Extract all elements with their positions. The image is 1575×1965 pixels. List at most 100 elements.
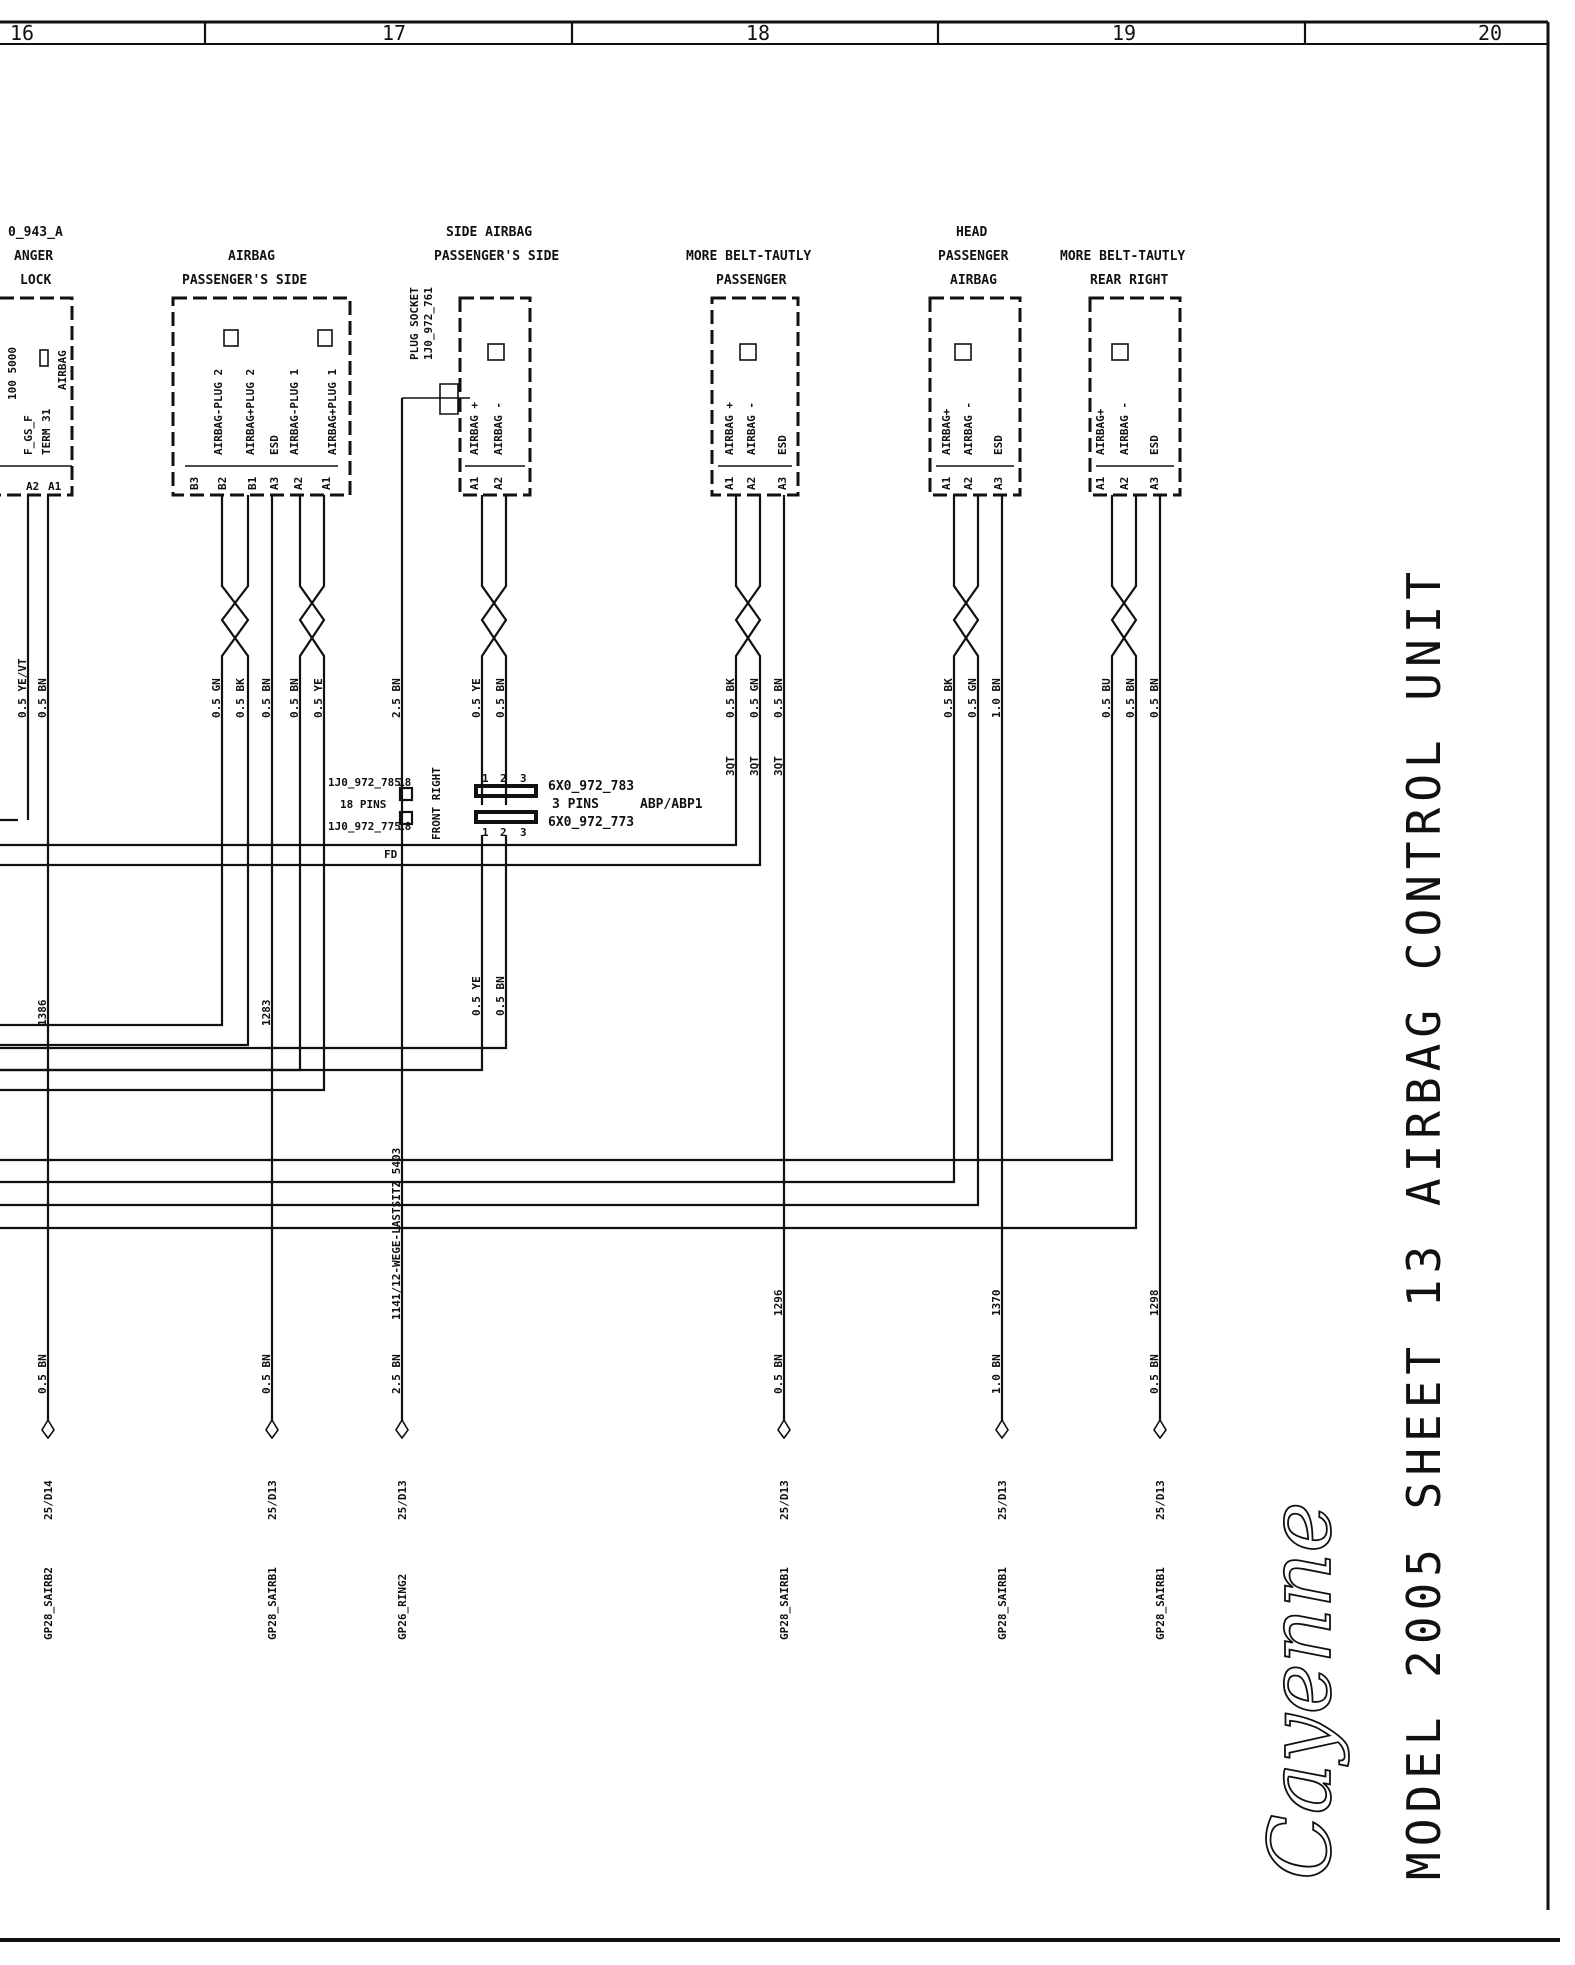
- connector-right-pins: 3 PINS: [552, 797, 599, 812]
- connector-pin-3a: 3: [520, 772, 527, 785]
- pin-a1: A1: [468, 476, 481, 490]
- connector-pin-1a: 1: [482, 772, 489, 785]
- pin-a2: A2: [26, 480, 39, 493]
- wire-label: 0.5 BN: [1148, 678, 1161, 718]
- bottom-ground: GP26_RING2: [396, 1574, 409, 1640]
- column-16: 16: [10, 21, 34, 45]
- pin-a1: A1: [723, 476, 736, 490]
- bottom-ground: GP28_SAIRB1: [778, 1567, 791, 1640]
- wire-label: 0.5 BN: [772, 678, 785, 718]
- pin-a1: A1: [48, 480, 62, 493]
- wire-label: 1.0 BN: [990, 678, 1003, 718]
- component-belt-rear-right: MORE BELT-TAUTLY REAR RIGHT A1 A2 A3 AIR…: [1060, 249, 1185, 497]
- pin-label-airbag-minus: AIRBAG -: [492, 402, 505, 455]
- component-head-title-1: HEAD: [956, 225, 987, 240]
- pin-label-term31: TERM 31: [40, 408, 53, 455]
- wire-label: 0.5 GN: [748, 678, 761, 718]
- bottom-ref: 25/D13: [1154, 1480, 1167, 1520]
- pin-label-airbag-plus: AIRBAG+: [1094, 408, 1107, 455]
- bottom-wire: 1.0 BN: [990, 1354, 1003, 1394]
- connector-left: 1J0_972_785 18 PINS 1J0_972_775 FD 18 18…: [328, 767, 443, 861]
- pin-label-esd: ESD: [268, 435, 281, 455]
- wire-number: 1386: [36, 999, 49, 1026]
- bottom-ref: 25/D13: [266, 1480, 279, 1520]
- connector-front-right: FRONT RIGHT: [430, 767, 443, 840]
- bottom-ref: 25/D13: [778, 1480, 791, 1520]
- wire-labels: 0.5 YE/VT 0.5 BN 0.5 GN 0.5 BK 0.5 BN 0.…: [16, 658, 1161, 1320]
- bottom-number: 1298: [1148, 1290, 1161, 1317]
- wire-label-qt: 3QT: [772, 756, 785, 776]
- component-rear-title-1: MORE BELT-TAUTLY: [1060, 249, 1185, 264]
- column-20: 20: [1478, 21, 1502, 45]
- pin-a3: A3: [992, 477, 1005, 490]
- pin-label-airbag-minus: AIRBAG -: [745, 402, 758, 455]
- connector-pin-2a: 2: [500, 772, 507, 785]
- wire-label: 0.5 BK: [234, 678, 247, 718]
- component-side-title-2: PASSENGER'S SIDE: [434, 249, 559, 264]
- wire-label: 0.5 YE: [470, 976, 483, 1016]
- wire-label: 0.5 GN: [210, 678, 223, 718]
- ground-symbols: [41, 1418, 1167, 1440]
- cayenne-logo: Cayenne: [1251, 1502, 1351, 1880]
- plug-socket-label: PLUG SOCKET: [408, 287, 421, 360]
- bottom-number: 1296: [772, 1289, 785, 1316]
- bottom-ground: GP28_SAIRB1: [266, 1567, 279, 1640]
- bottom-ref: 25/D13: [396, 1480, 409, 1520]
- pin-label-esd: ESD: [776, 435, 789, 455]
- pin-label-airbag-minus: AIRBAG -: [962, 402, 975, 455]
- wire-label-qt: 3QT: [748, 756, 761, 776]
- pin-a2: A2: [492, 477, 505, 490]
- pin-label-plug2-minus: AIRBAG-PLUG 2: [212, 369, 225, 455]
- pin-label-esd: ESD: [992, 435, 1005, 455]
- connector-pins: 18 PINS: [340, 798, 386, 811]
- pin-label-plug1-plus: AIRBAG+PLUG 1: [326, 369, 339, 455]
- pin-a1: A1: [320, 476, 333, 490]
- bottom-wire: 2.5 BN: [390, 1354, 403, 1394]
- frame: [0, 20, 1560, 1942]
- component-belt-title-2: PASSENGER: [716, 273, 787, 288]
- pin-label-esd: ESD: [1148, 435, 1161, 455]
- bottom-wire: 0.5 BN: [772, 1354, 785, 1394]
- pin-label-plug1-minus: AIRBAG-PLUG 1: [288, 369, 301, 455]
- component-airbag-title-1: AIRBAG: [228, 249, 275, 264]
- component-airbag-passenger: AIRBAG PASSENGER'S SIDE B3 B2 B1 A3 A2 A…: [171, 249, 352, 497]
- connector-pin-1b: 1: [482, 826, 489, 839]
- wire-label: 0.5 BK: [942, 678, 955, 718]
- sheet-title: MODEL 2005 SHEET 13 AIRBAG CONTROL UNIT: [1397, 566, 1451, 1880]
- pin-b1: B1: [246, 476, 259, 490]
- plug-socket-part: 1J0_972_761: [422, 287, 435, 360]
- connector-right-part-2: 6X0_972_773: [548, 815, 634, 830]
- component-side-airbag: SIDE AIRBAG PASSENGER'S SIDE A1 A2 AIRBA…: [402, 225, 559, 497]
- bottom-number: 1370: [990, 1290, 1003, 1317]
- bottom-ground: GP28_SAIRB1: [1154, 1567, 1167, 1640]
- pin-a2: A2: [1118, 477, 1131, 490]
- component-belt-passenger: MORE BELT-TAUTLY PASSENGER A1 A2 A3 AIRB…: [686, 249, 811, 497]
- pin-a2: A2: [745, 477, 758, 490]
- pin-a3: A3: [268, 477, 281, 490]
- bottom-labels: 0.5 BN 0.5 BN 2.5 BN 0.5 BN 1.0 BN 0.5 B…: [36, 1289, 1167, 1640]
- connector-right: 1 2 3 1 2 3 6X0_972_783 3 PINS ABP/ABP1 …: [474, 772, 703, 839]
- bottom-wire: 0.5 BN: [260, 1354, 273, 1394]
- component-airbag-title-2: PASSENGER'S SIDE: [182, 273, 307, 288]
- wire-number: 1283: [260, 1000, 273, 1027]
- wire-label: 0.5 BN: [288, 678, 301, 718]
- wire-label: 0.5 BN: [494, 678, 507, 718]
- wire-label: 0.5 BK: [724, 678, 737, 718]
- wire-label: 0.5 BN: [260, 678, 273, 718]
- wire-label: 2.5 BN: [390, 678, 403, 718]
- pin-a1: A1: [940, 476, 953, 490]
- pin-a1: A1: [1094, 476, 1107, 490]
- pin-label-airbag-plus: AIRBAG+: [940, 408, 953, 455]
- component-rear-title-2: REAR RIGHT: [1090, 273, 1168, 288]
- pin-a3: A3: [776, 477, 789, 490]
- connector-right-part-1: 6X0_972_783: [548, 779, 634, 794]
- wire-label-qt: 3QT: [724, 756, 737, 776]
- connector-pin-2b: 2: [500, 826, 507, 839]
- pin-a2: A2: [962, 477, 975, 490]
- pin-label-airbag-minus: AIRBAG -: [1118, 402, 1131, 455]
- wires: [0, 398, 1162, 1420]
- pin-label-airbag: AIRBAG: [56, 350, 69, 390]
- component-lock-title-1: 0_943_A: [8, 225, 63, 240]
- wire-label: 0.5 BN: [494, 976, 507, 1016]
